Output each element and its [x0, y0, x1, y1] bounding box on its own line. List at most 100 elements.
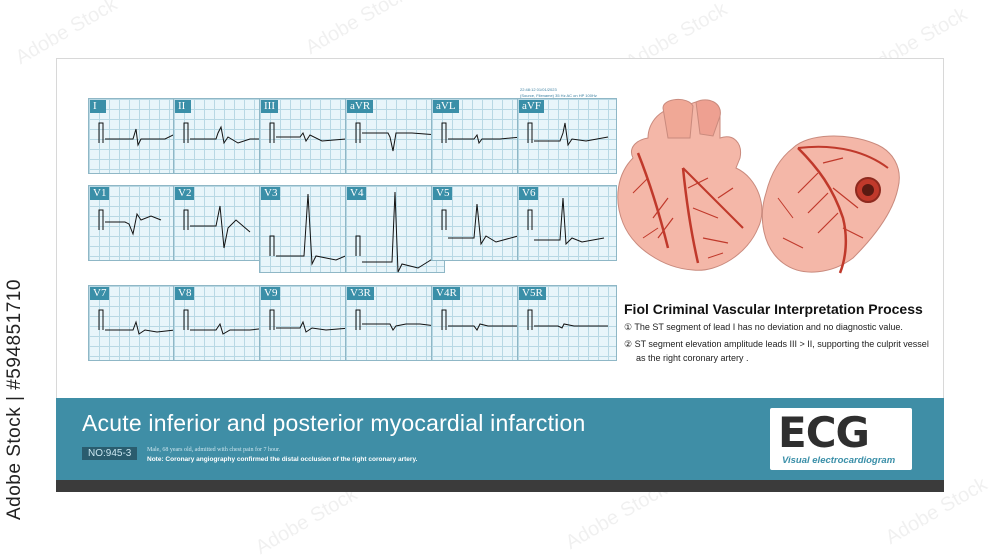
ecg-lead-label: III: [261, 100, 278, 113]
ecg-trace: [276, 131, 347, 143]
interpretation-title: Fiol Criminal Vascular Interpretation Pr…: [624, 301, 923, 317]
interpretation-point-2-continued: as the right coronary artery .: [636, 353, 749, 363]
ecg-trace: [190, 125, 268, 145]
ecg-lead-label: V4: [347, 187, 367, 200]
page-title: Acute inferior and posterior myocardial …: [82, 410, 586, 436]
ecg-lead-label: V9: [261, 287, 281, 300]
watermark: Adobe Stock: [251, 483, 362, 559]
ecg-lead-label: aVF: [519, 100, 544, 113]
ecg-lead-avl: aVL: [431, 98, 531, 174]
ecg-lead-avr: aVR: [345, 98, 445, 174]
ecg-trace: [362, 323, 437, 331]
ecg-lead-label: I: [90, 100, 106, 113]
ecg-lead-iii: III: [259, 98, 359, 174]
ecg-waveform: [441, 122, 523, 145]
ecg-trace: [105, 320, 176, 335]
ecg-lead-v4: V4: [345, 185, 445, 273]
calibration-pulse: [441, 122, 447, 143]
ecg-waveform: [98, 309, 176, 335]
ecg-waveform: [98, 209, 162, 236]
ecg-logo: ECG Visual electrocardiogram: [770, 408, 912, 470]
ecg-waveform: [527, 309, 608, 330]
ecg-lead-label: V5R: [519, 287, 546, 300]
ecg-waveform: [98, 122, 184, 147]
ecg-trace: [448, 203, 519, 246]
ecg-lead-v5r: V5R: [517, 285, 617, 361]
ecg-trace: [276, 320, 351, 333]
calibration-pulse: [183, 122, 189, 143]
device-settings: (Source, Filename) 35 Hz AC on HP 100Hz: [520, 93, 597, 98]
ecg-waveform: [269, 309, 351, 333]
ecg-waveform: [527, 197, 605, 246]
ecg-lead-label: V2: [175, 187, 195, 200]
ecg-waveform: [269, 122, 347, 143]
calibration-pulse: [527, 122, 533, 143]
heart-anterior-view: [617, 99, 763, 271]
calibration-pulse: [355, 122, 361, 143]
ecg-trace: [534, 122, 609, 147]
ecg-trace: [534, 197, 605, 246]
calibration-pulse: [183, 209, 189, 230]
ecg-lead-v7: V7: [88, 285, 188, 361]
ecg-waveform: [441, 309, 522, 331]
calibration-pulse: [441, 309, 447, 330]
watermark: Adobe Stock: [301, 0, 412, 59]
ecg-trace: [105, 212, 162, 236]
case-number-badge: NO:945-3: [82, 447, 138, 460]
ecg-lead-avf: aVF: [517, 98, 617, 174]
ecg-trace: [276, 193, 351, 266]
ecg-lead-label: V3: [261, 187, 281, 200]
ecg-lead-v3r: V3R: [345, 285, 445, 361]
calibration-pulse: [269, 122, 275, 143]
ecg-trace: [190, 322, 269, 335]
ecg-trace: [362, 132, 439, 152]
ecg-waveform: [527, 122, 609, 147]
ecg-trace: [190, 205, 251, 249]
ecg-logo-letters: ECG: [778, 408, 870, 457]
calibration-pulse: [183, 309, 189, 330]
banner-footer-bar: [56, 480, 944, 492]
ecg-lead-label: V5: [433, 187, 453, 200]
ecg-waveform: [355, 309, 437, 331]
ecg-lead-label: aVR: [347, 100, 374, 113]
heart-illustration: [617, 99, 900, 274]
heart-posterior-view: [761, 135, 900, 274]
calibration-pulse: [355, 235, 361, 256]
ecg-lead-v5: V5: [431, 185, 531, 261]
ecg-waveform: [269, 193, 351, 266]
ecg-lead-label: V4R: [433, 287, 460, 300]
ecg-lead-label: V7: [90, 287, 110, 300]
patient-info: Male, 68 years old, admitted with chest …: [147, 447, 281, 453]
ecg-waveform: [355, 122, 439, 152]
ecg-lead-v1: V1: [88, 185, 188, 261]
calibration-pulse: [98, 122, 104, 143]
stock-id: Adobe Stock | #594851710: [4, 279, 25, 520]
ecg-lead-label: V1: [90, 187, 110, 200]
ecg-logo-subtitle: Visual electrocardiogram: [782, 455, 896, 466]
interpretation-point-1: ① The ST segment of lead I has no deviat…: [624, 322, 903, 332]
calibration-pulse: [527, 309, 533, 330]
ecg-trace: [105, 128, 184, 147]
calibration-pulse: [355, 309, 361, 330]
ecg-lead-v6: V6: [517, 185, 617, 261]
ecg-waveform: [441, 203, 519, 246]
ecg-lead-v8: V8: [173, 285, 273, 361]
ecg-lead-label: V3R: [347, 287, 374, 300]
ecg-lead-label: aVL: [433, 100, 459, 113]
device-timestamp: 22:48:12 01/01/2023: [520, 87, 557, 92]
ecg-waveform: [183, 205, 251, 249]
calibration-pulse: [98, 209, 104, 230]
angiography-note: Note: Coronary angiography confirmed the…: [147, 456, 418, 463]
ecg-lead-v4r: V4R: [431, 285, 531, 361]
calibration-pulse: [98, 309, 104, 330]
ecg-lead-label: II: [175, 100, 191, 113]
ecg-lead-v2: V2: [173, 185, 273, 261]
ecg-trace: [448, 133, 523, 145]
ecg-trace: [534, 323, 608, 329]
calibration-pulse: [269, 235, 275, 256]
ecg-lead-ii: II: [173, 98, 273, 174]
ecg-waveform: [183, 122, 268, 145]
ecg-lead-label: V8: [175, 287, 195, 300]
ecg-waveform: [355, 191, 435, 273]
ecg-trace: [448, 323, 522, 331]
